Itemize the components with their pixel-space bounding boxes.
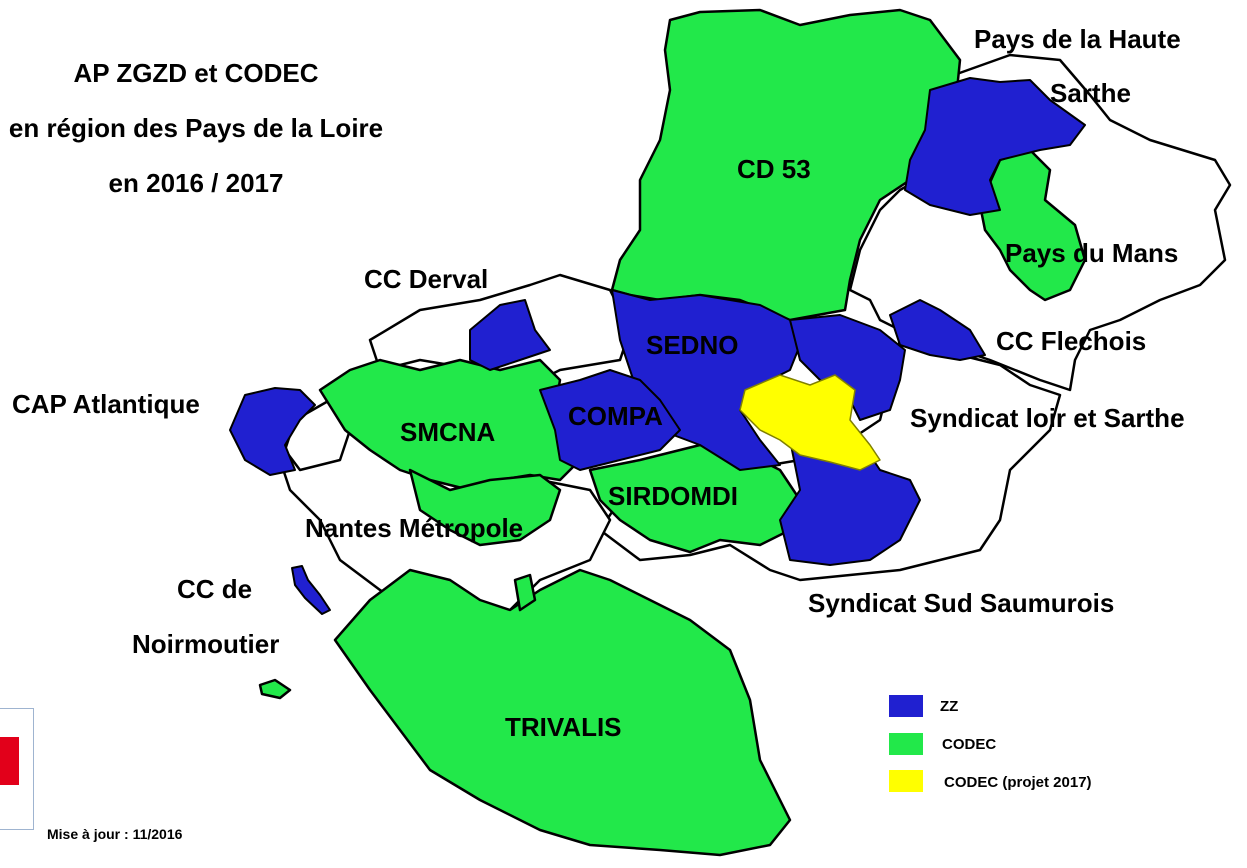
label-syndicat-loir-sarthe: Syndicat loir et Sarthe <box>910 403 1185 433</box>
label-cc-flechois: CC Flechois <box>996 326 1147 356</box>
derval-zz-region <box>469 299 551 371</box>
codec-projet-zones <box>739 374 881 471</box>
cd53-region <box>610 8 962 322</box>
label-compa: COMPA <box>568 401 663 431</box>
legend-swatch-zz <box>889 695 923 717</box>
update-note: Mise à jour : 11/2016 <box>47 826 183 842</box>
title-line-3: en 2016 / 2017 <box>108 168 284 198</box>
legend-label-codec: CODEC <box>942 736 997 753</box>
label-sedno: SEDNO <box>646 330 739 360</box>
east-sedno-zz-region <box>789 314 906 421</box>
zz-zones <box>229 77 1086 615</box>
legend-swatch-codec <box>889 733 923 755</box>
title-line-1: AP ZGZD et CODEC <box>73 58 319 88</box>
ministry-logo <box>0 708 34 830</box>
label-cc-derval: CC Derval <box>364 264 489 294</box>
trivalis-islet <box>513 573 537 612</box>
title-line-2: en région des Pays de la Loire <box>8 113 384 143</box>
label-cap-atlantique: CAP Atlantique <box>12 389 200 419</box>
noirmoutier-region <box>291 565 331 615</box>
label-nantes-metropole: Nantes Métropole <box>305 513 524 543</box>
flechois-zz-region <box>889 299 986 361</box>
cap-atlantique-region <box>229 387 316 476</box>
logo-red-block <box>0 737 19 785</box>
label-sirdomdi: SIRDOMDI <box>608 481 738 511</box>
codec-zones <box>258 8 1087 857</box>
label-syndicat-sud-saumurois: Syndicat Sud Saumurois <box>808 588 1115 618</box>
haute-sarthe-zz-region <box>904 77 1086 216</box>
pays-du-mans-region <box>978 148 1087 302</box>
legend-swatch-codec-projet <box>889 770 923 792</box>
label-pays-du-mans: Pays du Mans <box>1005 238 1179 268</box>
label-cd53: CD 53 <box>737 154 811 184</box>
legend-label-codec-projet: CODEC (projet 2017) <box>944 774 1092 791</box>
nantes-metropole-region <box>408 468 562 547</box>
label-smcna: SMCNA <box>400 417 496 447</box>
trivalis-region <box>333 568 792 857</box>
yeu-island <box>258 678 292 700</box>
codec-projet-region <box>739 374 881 471</box>
compa-region <box>539 369 681 471</box>
label-cc-de: CC de <box>177 574 253 604</box>
label-pays-haute-sarthe-1: Pays de la Haute <box>974 24 1181 54</box>
label-noirmoutier: Noirmoutier <box>132 629 280 659</box>
label-trivalis: TRIVALIS <box>505 712 622 742</box>
legend-label-zz: ZZ <box>940 698 959 715</box>
label-pays-haute-sarthe-2: Sarthe <box>1050 78 1131 108</box>
